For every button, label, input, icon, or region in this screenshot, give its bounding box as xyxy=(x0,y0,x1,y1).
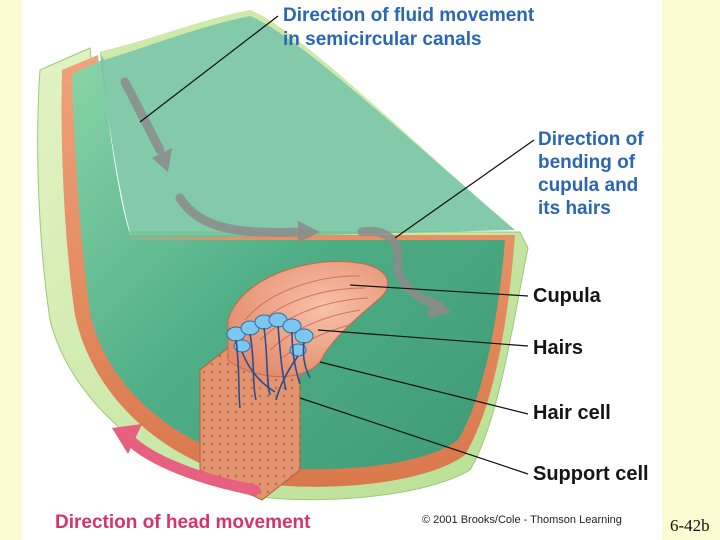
label-fluid-movement-line1: Direction of fluid movement xyxy=(283,5,535,26)
label-bending-line2: bending of xyxy=(538,152,636,173)
label-hair-cell: Hair cell xyxy=(533,402,611,424)
hair-fibers xyxy=(235,325,311,409)
leader-lines xyxy=(139,15,535,475)
label-bending-line3: cupula and xyxy=(538,175,639,196)
canal-back-wall xyxy=(100,10,515,240)
copyright-credit: © 2001 Brooks/Cole - Thomson Learning xyxy=(422,514,622,526)
head-movement-arrow xyxy=(124,434,261,496)
head-movement-arrowhead xyxy=(112,424,142,454)
fluid-arrowheads xyxy=(152,148,452,318)
label-bending-line1: Direction of xyxy=(538,129,644,150)
label-cupula: Cupula xyxy=(533,285,601,307)
label-head-movement: Direction of head movement xyxy=(55,512,311,533)
canal-fluid xyxy=(72,60,505,470)
label-fluid-movement-line2: in semicircular canals xyxy=(283,29,482,50)
label-support-cell: Support cell xyxy=(533,463,649,485)
canal-back-rim xyxy=(100,10,520,234)
label-hairs: Hairs xyxy=(533,337,584,359)
fluid-direction-arrow xyxy=(120,77,445,311)
slide-number: 6-42b xyxy=(670,516,710,535)
label-bending-line4: its hairs xyxy=(538,198,611,219)
label-bending-direction: Direction of bending of cupula and its h… xyxy=(538,128,663,220)
